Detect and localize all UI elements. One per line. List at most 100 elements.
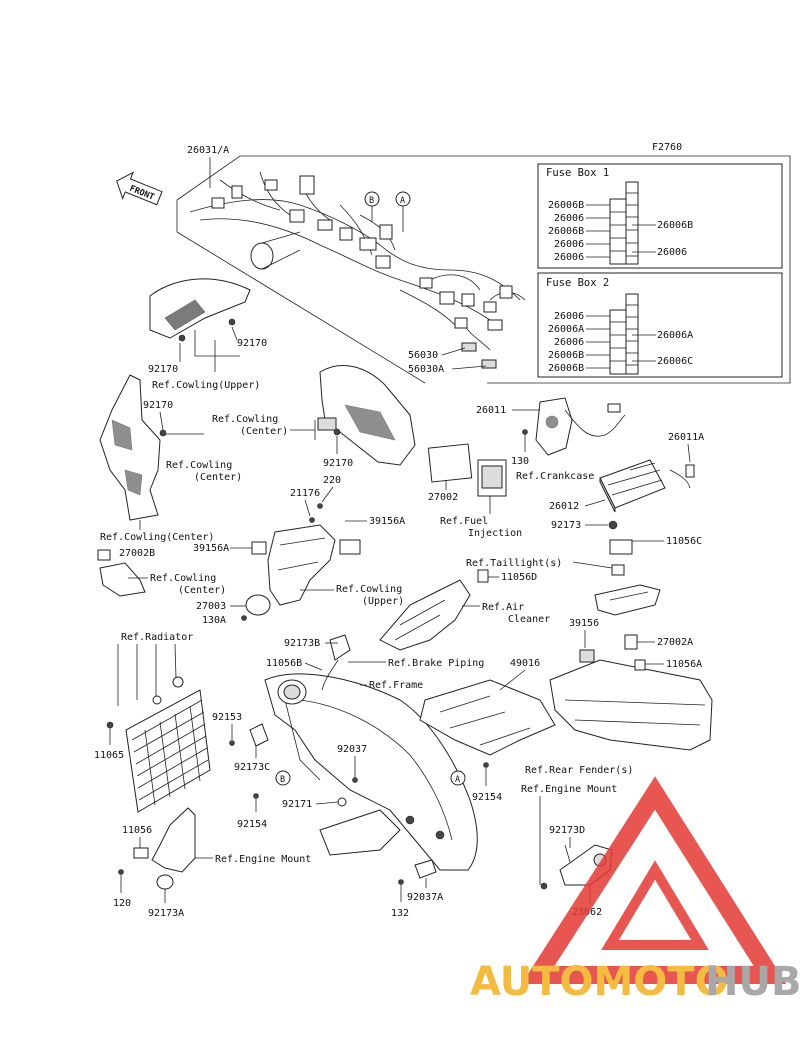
label-92173D: 92173D [549, 825, 585, 836]
label-92170d: 92170 [323, 458, 353, 469]
air-cleaner-cover [379, 569, 489, 651]
label-130A: 130A [202, 615, 226, 626]
fuse1-right-0: 26006B [657, 220, 693, 231]
ref-cowling-center-4b: (Center) [178, 585, 226, 596]
ref-cowling-center-2b: (Center) [240, 426, 288, 437]
fuse2-right-0: 26006A [657, 330, 693, 341]
fuse-box-2: Fuse Box 2 26006 26006A 26006 26006B 260… [537, 272, 783, 378]
ref-engine-mount-2: Ref.Engine Mount [215, 854, 311, 865]
ref-crankcase: Ref.Crankcase [516, 471, 594, 482]
mid-bracket-assembly [245, 503, 361, 616]
wiring-harness [189, 171, 526, 369]
ref-cowling-center-2a: Ref.Cowling [212, 414, 278, 425]
fuse1-right-1: 26006 [657, 247, 687, 258]
fuse-box-1: Fuse Box 1 26006B 26006 26006B 26006 260… [537, 163, 783, 269]
fuse2-left-2: 26006 [554, 337, 584, 348]
fuse1-left-1: 26006 [554, 213, 584, 224]
diagram-code: F2760 [652, 142, 682, 153]
center-cowling-bracket [317, 365, 416, 466]
ref-rear-fender: Ref.Rear Fender(s) [525, 765, 633, 776]
harness-panel [176, 155, 791, 384]
label-92037: 92037 [337, 744, 367, 755]
bracket-27002b [97, 549, 146, 597]
ref-cowling-center-1a: Ref.Cowling [166, 460, 232, 471]
fuse2-right-1: 26006C [657, 356, 693, 367]
label-92173A: 92173A [148, 908, 184, 919]
label-39156: 39156 [569, 618, 599, 629]
label-92170a: 92170 [148, 364, 178, 375]
relay-bracket-left [118, 807, 196, 890]
label-26012: 26012 [549, 501, 579, 512]
ref-cowling-upper-2a: Ref.Cowling [336, 584, 402, 595]
ref-cowling-upper-2b: (Upper) [362, 596, 404, 607]
callout-b-bottom: B [275, 770, 291, 786]
under-tray [419, 679, 556, 756]
ref-brake-piping: Ref.Brake Piping [388, 658, 484, 669]
fuse2-left-1: 26006A [548, 324, 584, 335]
rear-relay-group [594, 520, 661, 616]
label-92173B: 92173B [284, 638, 320, 649]
label-39156A-a: 39156A [369, 516, 405, 527]
ref-cowling-center-3: Ref.Cowling(Center) [100, 532, 214, 543]
watermark-text-1: AUTOMOTO [470, 959, 729, 1005]
frame [264, 634, 478, 871]
ref-air-cleaner-a: Ref.Air [482, 602, 524, 613]
svg-text:B: B [280, 775, 285, 785]
svg-text:A: A [455, 775, 460, 785]
ref-fuel-injection-a: Ref.Fuel [440, 516, 488, 527]
ref-cowling-center-1b: (Center) [194, 472, 242, 483]
label-26011: 26011 [476, 405, 506, 416]
crank-sensor [535, 397, 626, 456]
label-92153: 92153 [212, 712, 242, 723]
label-92170b: 92170 [237, 338, 267, 349]
callout-b-top: B [364, 191, 380, 222]
callout-a-top: A [395, 191, 411, 232]
ref-frame: Ref.Frame [369, 680, 423, 691]
label-26011A: 26011A [668, 432, 704, 443]
ref-taillight: Ref.Taillight(s) [466, 558, 562, 569]
label-39156A-b: 39156A [193, 543, 229, 554]
ref-air-cleaner-b: Cleaner [508, 614, 550, 625]
fuse2-left-0: 26006 [554, 311, 584, 322]
left-front-bracket [99, 374, 161, 521]
ecu-unit [427, 443, 507, 497]
label-92154b: 92154 [472, 792, 502, 803]
label-120: 120 [113, 898, 131, 909]
label-11056C: 11056C [666, 536, 702, 547]
label-220: 220 [323, 475, 341, 486]
label-21176: 21176 [290, 488, 320, 499]
label-49016: 49016 [510, 658, 540, 669]
ref-cowling-upper-1: Ref.Cowling(Upper) [152, 380, 260, 391]
label-130a: 130 [511, 456, 529, 467]
watermark-text-2: HUB [705, 959, 800, 1005]
label-92154a: 92154 [237, 819, 267, 830]
label-92173C: 92173C [234, 762, 270, 773]
label-92037A: 92037A [407, 892, 443, 903]
label-11065: 11065 [94, 750, 124, 761]
rear-fender [549, 634, 713, 751]
label-27003: 27003 [196, 601, 226, 612]
label-56030A: 56030A [408, 364, 444, 375]
upper-cowling-bracket [149, 278, 251, 342]
fuse1-left-2: 26006B [548, 226, 584, 237]
watermark-logo: AUTOMOTO HUB [470, 776, 800, 1005]
label-11056D: 11056D [501, 572, 537, 583]
svg-text:B: B [369, 196, 374, 206]
label-27002: 27002 [428, 492, 458, 503]
label-92173: 92173 [551, 520, 581, 531]
fuse-box-1-title: Fuse Box 1 [546, 167, 609, 179]
ref-radiator: Ref.Radiator [121, 632, 193, 643]
ref-cowling-center-4a: Ref.Cowling [150, 573, 216, 584]
fuse2-left-4: 26006B [548, 363, 584, 374]
ref-fuel-injection-b: Injection [468, 528, 522, 539]
fuse1-left-4: 26006 [554, 252, 584, 263]
fuse2-left-3: 26006B [548, 350, 584, 361]
label-11056B: 11056B [266, 658, 302, 669]
front-arrow-icon: FRONT [116, 171, 163, 206]
battery-26012 [599, 459, 695, 513]
callout-a-bottom: A [450, 770, 466, 786]
label-27002A: 27002A [657, 637, 693, 648]
label-11056: 11056 [122, 825, 152, 836]
fuse-box-2-title: Fuse Box 2 [546, 277, 609, 289]
